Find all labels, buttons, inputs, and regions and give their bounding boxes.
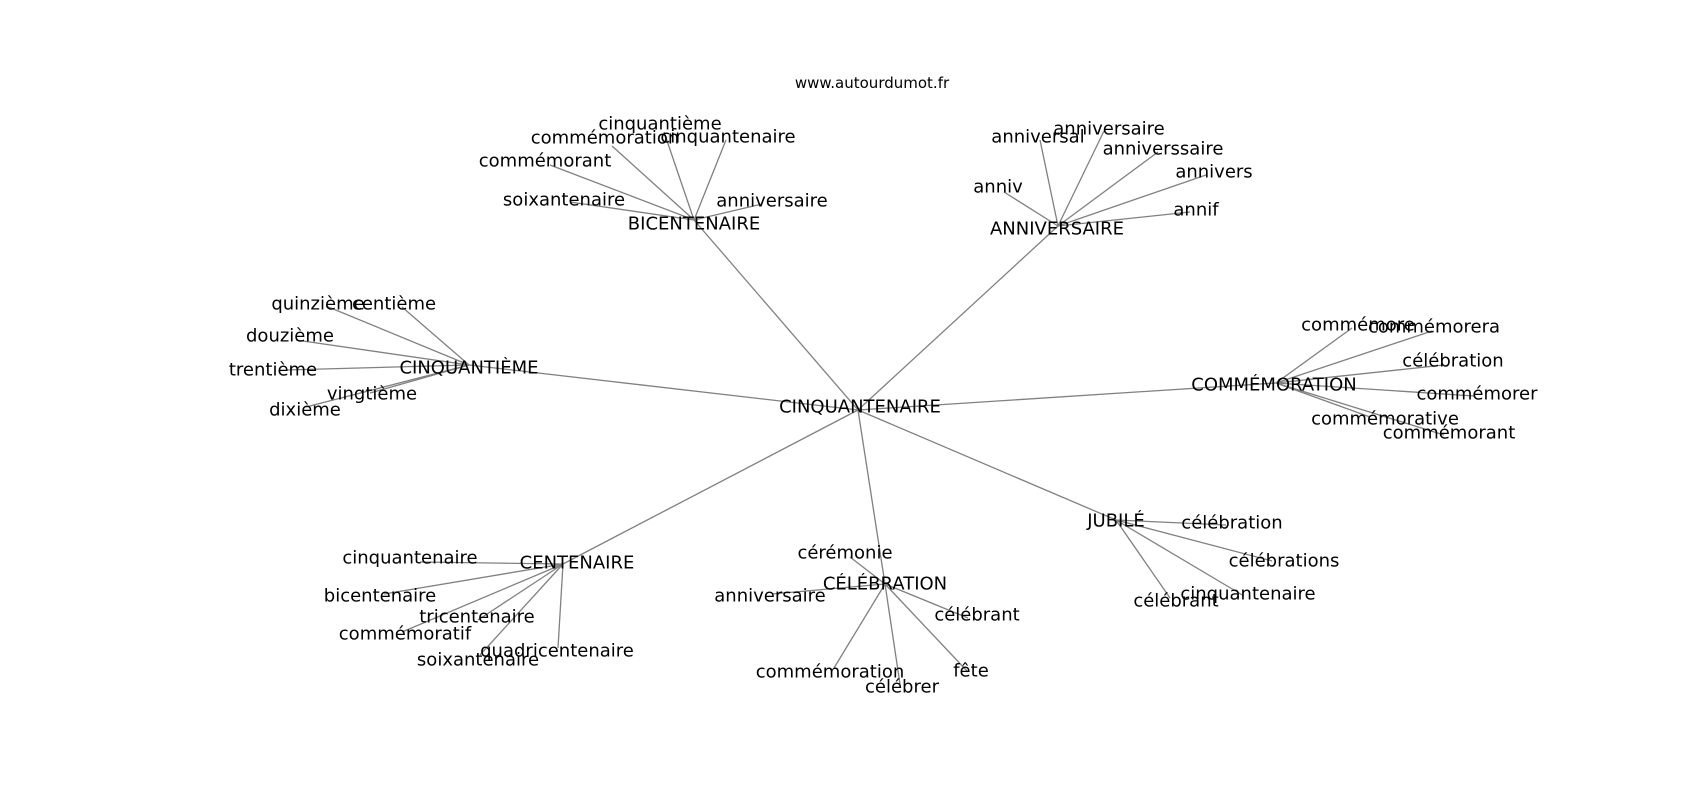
edge-group-0-child-5 xyxy=(693,203,763,221)
edge-group-0-child-2 xyxy=(693,139,727,221)
edge-root-2 xyxy=(468,364,859,411)
edge-group-5-child-0 xyxy=(419,561,564,565)
leaf-node-label: anniverssaire xyxy=(1103,139,1224,160)
edge-group-6-child-2 xyxy=(884,583,969,619)
leaf-node-label: cinquantenaire xyxy=(1180,584,1315,605)
edge-group-4-child-2 xyxy=(1115,519,1245,597)
edge-group-6-child-0 xyxy=(849,556,886,585)
group-node-label: JUBILÉ xyxy=(1086,510,1145,532)
leaf-node-label: anniversaire xyxy=(1053,119,1164,140)
group-node-label: CÉLÉBRATION xyxy=(823,573,947,595)
group-node-label: ANNIVERSAIRE xyxy=(990,219,1124,240)
leaf-node-label: trentième xyxy=(229,360,317,381)
leaf-node-label: annivers xyxy=(1175,162,1252,183)
leaf-node-label: cinquantième xyxy=(598,114,721,135)
edge-group-6-child-1 xyxy=(771,583,886,595)
leaf-node-label: annif xyxy=(1173,200,1219,221)
leaf-node-label: commémorer xyxy=(1416,384,1538,405)
leaf-node-label: célébrations xyxy=(1229,551,1340,572)
edge-group-3-child-0 xyxy=(1275,327,1353,384)
edge-group-1-child-4 xyxy=(1003,191,1059,227)
leaf-node-label: quinzième xyxy=(271,294,364,315)
graph-labels: CINQUANTENAIREBICENTENAIREcinquantièmeco… xyxy=(229,114,1538,698)
edge-group-1-child-1 xyxy=(1039,139,1059,227)
edge-group-3-child-5 xyxy=(1275,382,1445,436)
leaf-node-label: commémoration xyxy=(531,128,680,149)
group-node-label: BICENTENAIRE xyxy=(628,214,760,235)
edge-group-6-child-4 xyxy=(884,583,901,685)
leaf-node-label: anniversaire xyxy=(714,586,825,607)
edge-group-1-child-0 xyxy=(1057,130,1105,227)
group-node-label: CINQUANTIÈME xyxy=(399,357,538,379)
leaf-node-label: centième xyxy=(352,294,436,315)
leaf-node-label: commémorative xyxy=(1311,409,1459,430)
edge-group-4-child-3 xyxy=(1115,519,1171,599)
leaf-node-label: commémoration xyxy=(756,662,905,683)
edge-group-5-child-4 xyxy=(557,563,564,649)
edge-root-6 xyxy=(857,409,886,585)
leaf-node-label: quadricentenaire xyxy=(480,641,634,662)
edge-root-4 xyxy=(857,409,1117,521)
edge-group-5-child-5 xyxy=(479,563,564,656)
edge-group-1-child-3 xyxy=(1057,174,1207,227)
edge-group-6-child-5 xyxy=(884,583,969,673)
leaf-node-label: cinquantenaire xyxy=(660,127,795,148)
leaf-node-label: cinquantenaire xyxy=(342,548,477,569)
edge-group-1-child-5 xyxy=(1057,211,1191,227)
edge-group-5-child-2 xyxy=(477,563,564,621)
edge-group-2-child-5 xyxy=(305,364,470,408)
edge-group-2-child-3 xyxy=(285,364,470,371)
edge-root-3 xyxy=(857,382,1277,411)
edge-root-0 xyxy=(693,219,859,411)
edge-group-0-child-1 xyxy=(611,145,695,221)
edge-group-2-child-2 xyxy=(295,339,470,366)
leaf-node-label: commémorera xyxy=(1368,317,1500,338)
edge-group-3-child-4 xyxy=(1275,382,1371,418)
edge-root-5 xyxy=(562,409,859,565)
edge-group-2-child-0 xyxy=(325,305,470,366)
edge-group-0-child-3 xyxy=(549,164,695,221)
watermark: www.autourdumot.fr xyxy=(795,74,950,92)
edge-group-3-child-2 xyxy=(1275,364,1445,384)
leaf-node-label: commémore xyxy=(1301,315,1415,336)
group-node-label: COMMÉMORATION xyxy=(1191,374,1357,396)
edge-group-3-child-1 xyxy=(1275,330,1433,384)
edge-group-4-child-1 xyxy=(1115,519,1273,562)
leaf-node-label: commémorant xyxy=(1383,423,1516,444)
leaf-node-label: tricentenaire xyxy=(419,607,535,628)
edge-group-1-child-2 xyxy=(1057,151,1159,227)
leaf-node-label: commémorant xyxy=(479,151,612,172)
leaf-node-label: fête xyxy=(953,661,989,682)
group-node-label: CENTENAIRE xyxy=(520,553,635,574)
leaf-node-label: célébrant xyxy=(1133,591,1218,612)
leaf-node-label: anniversal xyxy=(991,127,1084,148)
edge-group-0-child-4 xyxy=(569,201,695,221)
edge-group-6-child-3 xyxy=(833,583,886,669)
leaf-node-label: vingtième xyxy=(327,384,417,405)
leaf-node-label: célébration xyxy=(1402,351,1503,372)
leaf-node-label: dixième xyxy=(269,400,341,421)
edge-group-2-child-1 xyxy=(401,306,470,366)
edge-root-1 xyxy=(857,225,1059,411)
leaf-node-label: célébrer xyxy=(865,677,940,698)
leaf-node-label: anniv xyxy=(973,177,1023,198)
edge-group-3-child-3 xyxy=(1275,382,1475,397)
graph-edges xyxy=(285,130,1475,685)
leaf-node-label: soixantenaire xyxy=(503,190,625,211)
edge-group-5-child-1 xyxy=(383,563,564,595)
edge-group-5-child-3 xyxy=(401,563,564,633)
leaf-node-label: bicentenaire xyxy=(324,586,436,607)
edge-group-4-child-0 xyxy=(1115,519,1227,526)
leaf-node-label: célébrant xyxy=(934,605,1019,626)
edge-group-0-child-0 xyxy=(663,131,695,221)
leaf-node-label: cérémonie xyxy=(797,543,892,564)
leaf-node-label: soixantenaire xyxy=(417,650,539,671)
root-node-label: CINQUANTENAIRE xyxy=(779,397,941,418)
leaf-node-label: célébration xyxy=(1181,513,1282,534)
leaf-node-label: anniversaire xyxy=(716,191,827,212)
leaf-node-label: commémoratif xyxy=(339,624,472,645)
leaf-node-label: douzième xyxy=(246,326,334,347)
